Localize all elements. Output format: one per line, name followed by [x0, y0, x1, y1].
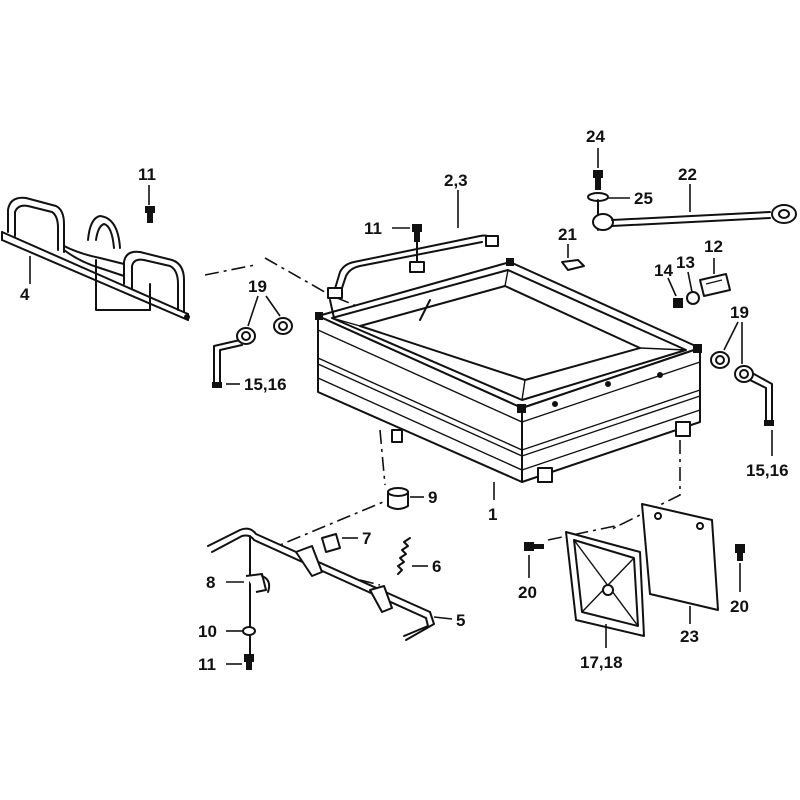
callout-7: 7 — [362, 529, 371, 548]
hitch-pin-right — [710, 351, 774, 426]
callout-19: 19 — [248, 277, 267, 296]
callout-23: 23 — [680, 627, 699, 646]
callout-11: 11 — [198, 655, 216, 674]
callout-4: 4 — [20, 285, 30, 304]
handle-bar — [327, 234, 499, 299]
callout-9: 9 — [428, 488, 437, 507]
hanger-stack — [242, 535, 271, 670]
callout-17-18: 17,18 — [580, 653, 623, 672]
spring — [397, 537, 411, 575]
bumper-rack — [1, 196, 190, 321]
callout-10: 10 — [198, 622, 217, 641]
callout-19: 19 — [730, 303, 749, 322]
callout-13: 13 — [676, 253, 695, 272]
latch-rod — [207, 527, 435, 641]
cart-box — [315, 258, 702, 483]
bolt-icon — [145, 206, 155, 223]
latch-hardware — [673, 273, 731, 308]
callout-12: 12 — [704, 237, 723, 256]
tailgate-frame — [565, 531, 645, 637]
callout-11: 11 — [138, 165, 156, 184]
callout-2-3: 2,3 — [444, 171, 468, 190]
callout-14: 14 — [654, 261, 673, 280]
bolt-icon — [524, 542, 544, 551]
callout-6: 6 — [432, 557, 441, 576]
callout-8: 8 — [206, 573, 215, 592]
callout-20: 20 — [730, 597, 749, 616]
callout-labels: 11 4 11 2,3 24 25 22 21 12 13 14 19 19 1… — [20, 127, 789, 674]
callout-5: 5 — [456, 611, 465, 630]
hitch-pin-left — [212, 317, 293, 388]
callout-1: 1 — [488, 505, 497, 524]
callout-25: 25 — [634, 189, 653, 208]
callout-24: 24 — [586, 127, 605, 146]
callout-11: 11 — [364, 219, 382, 238]
rubber-bumper — [387, 487, 409, 510]
bolt-icon — [412, 224, 422, 242]
mud-flap — [641, 503, 719, 611]
leader-lines — [29, 148, 773, 665]
callout-21: 21 — [558, 225, 577, 244]
callout-20: 20 — [518, 583, 537, 602]
bolt-icon — [735, 544, 745, 561]
clip-pin — [561, 259, 585, 271]
callout-22: 22 — [678, 165, 697, 184]
callout-15-16: 15,16 — [746, 461, 789, 480]
cable-assembly — [587, 170, 797, 231]
callout-15-16: 15,16 — [244, 375, 287, 394]
